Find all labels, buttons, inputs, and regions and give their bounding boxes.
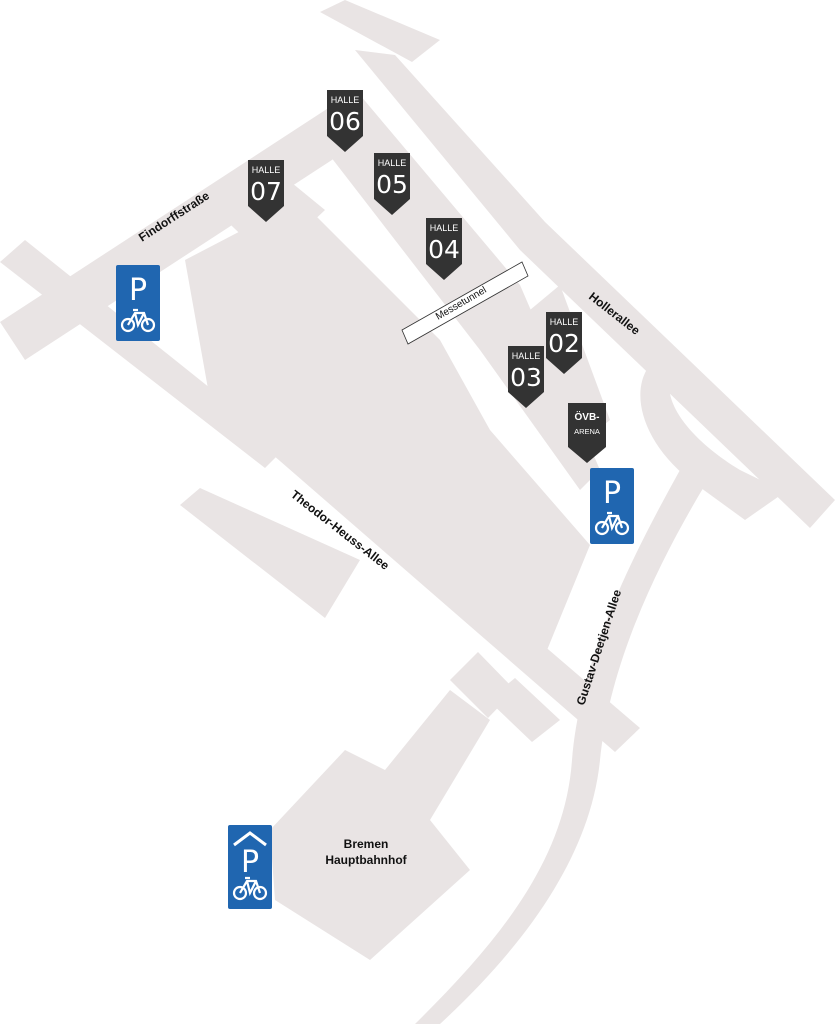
bike-parking-sign-east[interactable]: P [590, 468, 634, 544]
arena-marker[interactable]: ÖVB- ARENA [568, 403, 606, 463]
parking-letter: P [241, 845, 259, 880]
road-hollerallee [355, 50, 835, 528]
hall-marker-04[interactable]: HALLE 04 [426, 218, 462, 280]
hall-05-number: 05 [376, 170, 408, 199]
hall-marker-05[interactable]: HALLE 05 [374, 153, 410, 215]
hall-04-number: 04 [428, 235, 460, 264]
hall-marker-06[interactable]: HALLE 06 [327, 90, 363, 152]
hall-03-number: 03 [510, 363, 542, 392]
hall-marker-07[interactable]: HALLE 07 [248, 160, 284, 222]
hall-04-label: HALLE [430, 223, 459, 233]
hall-07-number: 07 [250, 177, 282, 206]
hall-marker-02[interactable]: HALLE 02 [546, 312, 582, 374]
area-fairground [185, 200, 590, 655]
parking-letter: P [603, 476, 621, 511]
messetunnel-strip [401, 261, 529, 345]
road-roundabout [640, 365, 785, 520]
bike-parking-sign-west[interactable]: P [116, 265, 160, 341]
hall-06-label: HALLE [331, 95, 360, 105]
road-station-connector-2 [488, 678, 560, 742]
hall-02-number: 02 [548, 329, 580, 358]
roof-icon [233, 831, 267, 847]
bicycle-icon [594, 511, 630, 536]
bike-parking-garage-sign[interactable]: P [228, 825, 272, 909]
hall-marker-03[interactable]: HALLE 03 [508, 346, 544, 408]
area-hauptbahnhof [270, 690, 490, 960]
road-top-north [320, 0, 440, 62]
hall-06-number: 06 [329, 107, 361, 136]
hall-05-label: HALLE [378, 158, 407, 168]
station-label-line2: Hauptbahnhof [325, 853, 407, 867]
arena-line1: ÖVB- [575, 410, 600, 423]
road-gustav-deetjen-allee [415, 470, 705, 1024]
area-block-left-bottom [180, 488, 360, 618]
hall-07-label: HALLE [252, 165, 281, 175]
parking-letter: P [129, 273, 147, 308]
station-label-line1: Bremen [344, 837, 389, 851]
hall-03-label: HALLE [512, 351, 541, 361]
bicycle-icon [120, 308, 156, 333]
bicycle-icon [232, 876, 268, 901]
hall-02-label: HALLE [550, 317, 579, 327]
arena-line2: ARENA [574, 427, 600, 436]
road-theodor-heuss-west [0, 240, 285, 468]
